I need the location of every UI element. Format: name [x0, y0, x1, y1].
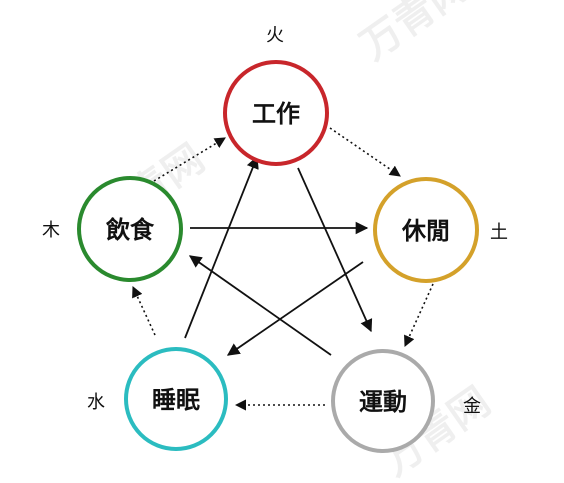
element-label-wood: 木: [42, 220, 60, 241]
node-circle: [77, 176, 183, 282]
cycle-arrow-sleep-to-diet: [132, 285, 156, 336]
node-diet: 飲食: [77, 176, 183, 282]
element-label-metal: 金: [463, 396, 481, 417]
star-arrow-sport-to-diet: [188, 255, 332, 356]
watermark: 万青网: [352, 0, 477, 69]
node-sport: 運動: [331, 349, 435, 453]
node-label: 睡眠: [152, 386, 200, 414]
star-arrow-work-to-sport: [297, 167, 373, 333]
node-label: 工作: [252, 100, 300, 128]
cycle-arrow-diet-to-work: [153, 137, 226, 182]
node-work: 工作: [223, 60, 329, 166]
node-sleep: 睡眠: [124, 347, 228, 451]
element-label-fire: 火: [266, 25, 284, 46]
node-label: 飲食: [105, 216, 155, 244]
node-label: 運動: [359, 388, 407, 416]
cycle-arrow-rest-to-sport: [404, 283, 434, 348]
node-circle: [223, 60, 329, 166]
element-label-earth: 土: [490, 222, 508, 243]
node-rest: 休閒: [373, 177, 479, 283]
cycle-arrow-work-to-rest: [329, 127, 401, 177]
star-arrow-sleep-to-work: [184, 155, 259, 339]
node-circle: [373, 177, 479, 283]
node-label: 休閒: [401, 217, 450, 245]
node-circle: [331, 349, 435, 453]
node-circle: [124, 347, 228, 451]
star-arrow-rest-to-sleep: [226, 261, 364, 356]
element-label-water: 水: [87, 392, 105, 413]
